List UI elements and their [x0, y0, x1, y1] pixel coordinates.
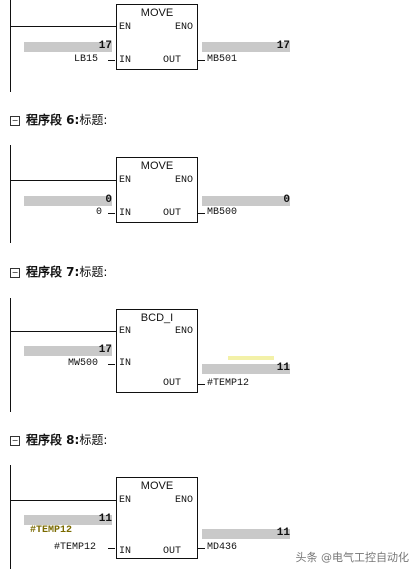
in-status-bar [24, 515, 112, 525]
in-status-bar [24, 346, 112, 356]
function-block[interactable]: BCD_I EN ENO IN OUT [116, 309, 198, 393]
power-rail [10, 0, 11, 92]
power-rail [10, 465, 11, 569]
network-7: BCD_I EN ENO IN OUT 17 MW500 11 #TEMP12 [0, 298, 417, 416]
out-operand[interactable]: MB501 [207, 54, 238, 65]
in-wire [108, 364, 115, 365]
out-value: 11 [276, 362, 290, 374]
in-wire [108, 60, 115, 61]
in-pin: IN [119, 208, 132, 219]
function-block[interactable]: MOVE EN ENO IN OUT [116, 477, 198, 559]
en-pin: EN [119, 326, 132, 337]
in-value: 0 [105, 194, 112, 206]
out-pin: OUT [162, 546, 181, 557]
out-wire [198, 213, 205, 214]
out-value: 17 [276, 40, 290, 52]
out-operand[interactable]: MB500 [207, 207, 238, 218]
out-operand[interactable]: MD436 [207, 542, 238, 553]
en-pin: EN [119, 495, 132, 506]
out-operand[interactable]: #TEMP12 [207, 378, 250, 389]
eno-pin: ENO [174, 495, 193, 506]
out-status-bar [202, 529, 290, 539]
out-status-bar [202, 364, 290, 374]
network-label: 程序段 7 [26, 265, 75, 279]
rung-line [10, 500, 116, 501]
network-title[interactable]: 标题: [79, 433, 108, 447]
block-title: MOVE [140, 160, 174, 172]
function-block[interactable]: MOVE EN ENO IN OUT [116, 157, 198, 223]
out-pin: OUT [162, 208, 181, 219]
highlight-bar [228, 356, 274, 360]
in-status-bar [24, 196, 112, 206]
collapse-icon[interactable]: − [10, 115, 20, 126]
eno-pin: ENO [174, 175, 193, 186]
network-header-6[interactable]: −程序段 6:标题: [10, 113, 108, 127]
network-8: MOVE EN ENO IN OUT 11 #TEMP12 #TEMP12 11… [0, 465, 417, 569]
network-title[interactable]: 标题: [79, 113, 108, 127]
en-pin: EN [119, 175, 132, 186]
network-label: 程序段 8 [26, 433, 75, 447]
rung-line [10, 180, 116, 181]
block-title: MOVE [140, 7, 174, 19]
in-operand[interactable]: 0 [96, 207, 103, 218]
in-value: 17 [98, 344, 112, 356]
in-wire [108, 213, 115, 214]
in-pin: IN [119, 55, 132, 66]
eno-pin: ENO [174, 326, 193, 337]
out-pin: OUT [162, 55, 181, 66]
out-status-bar [202, 42, 290, 52]
in-value: 17 [98, 40, 112, 52]
out-wire [198, 548, 205, 549]
en-pin: EN [119, 22, 132, 33]
collapse-icon[interactable]: − [10, 267, 20, 278]
network-title[interactable]: 标题: [79, 265, 108, 279]
in-value: 11 [98, 513, 112, 525]
in-symbol-tag: #TEMP12 [30, 525, 73, 536]
network-6: MOVE EN ENO IN OUT 0 0 0 MB500 [0, 145, 417, 245]
in-operand[interactable]: #TEMP12 [54, 542, 97, 553]
in-pin: IN [119, 358, 132, 369]
out-wire [198, 384, 205, 385]
network-header-8[interactable]: −程序段 8:标题: [10, 433, 108, 447]
in-status-bar [24, 42, 112, 52]
out-wire [198, 60, 205, 61]
out-pin: OUT [162, 378, 181, 389]
in-wire [108, 548, 115, 549]
out-status-bar [202, 196, 290, 206]
in-operand[interactable]: LB15 [74, 54, 99, 65]
collapse-icon[interactable]: − [10, 435, 20, 446]
network-label: 程序段 6 [26, 113, 75, 127]
out-value: 11 [276, 527, 290, 539]
watermark: 头条 @电气工控自动化 [295, 551, 410, 564]
network-header-7[interactable]: −程序段 7:标题: [10, 265, 108, 279]
in-operand[interactable]: MW500 [68, 358, 99, 369]
block-title: BCD_I [140, 312, 174, 324]
rung-line [10, 26, 116, 27]
power-rail [10, 145, 11, 243]
power-rail [10, 298, 11, 412]
out-value: 0 [283, 194, 290, 206]
network-5: MOVE EN ENO IN OUT 17 LB15 17 MB501 [0, 0, 417, 95]
block-title: MOVE [140, 480, 174, 492]
function-block[interactable]: MOVE EN ENO IN OUT [116, 4, 198, 70]
eno-pin: ENO [174, 22, 193, 33]
in-pin: IN [119, 546, 132, 557]
rung-line [10, 331, 116, 332]
